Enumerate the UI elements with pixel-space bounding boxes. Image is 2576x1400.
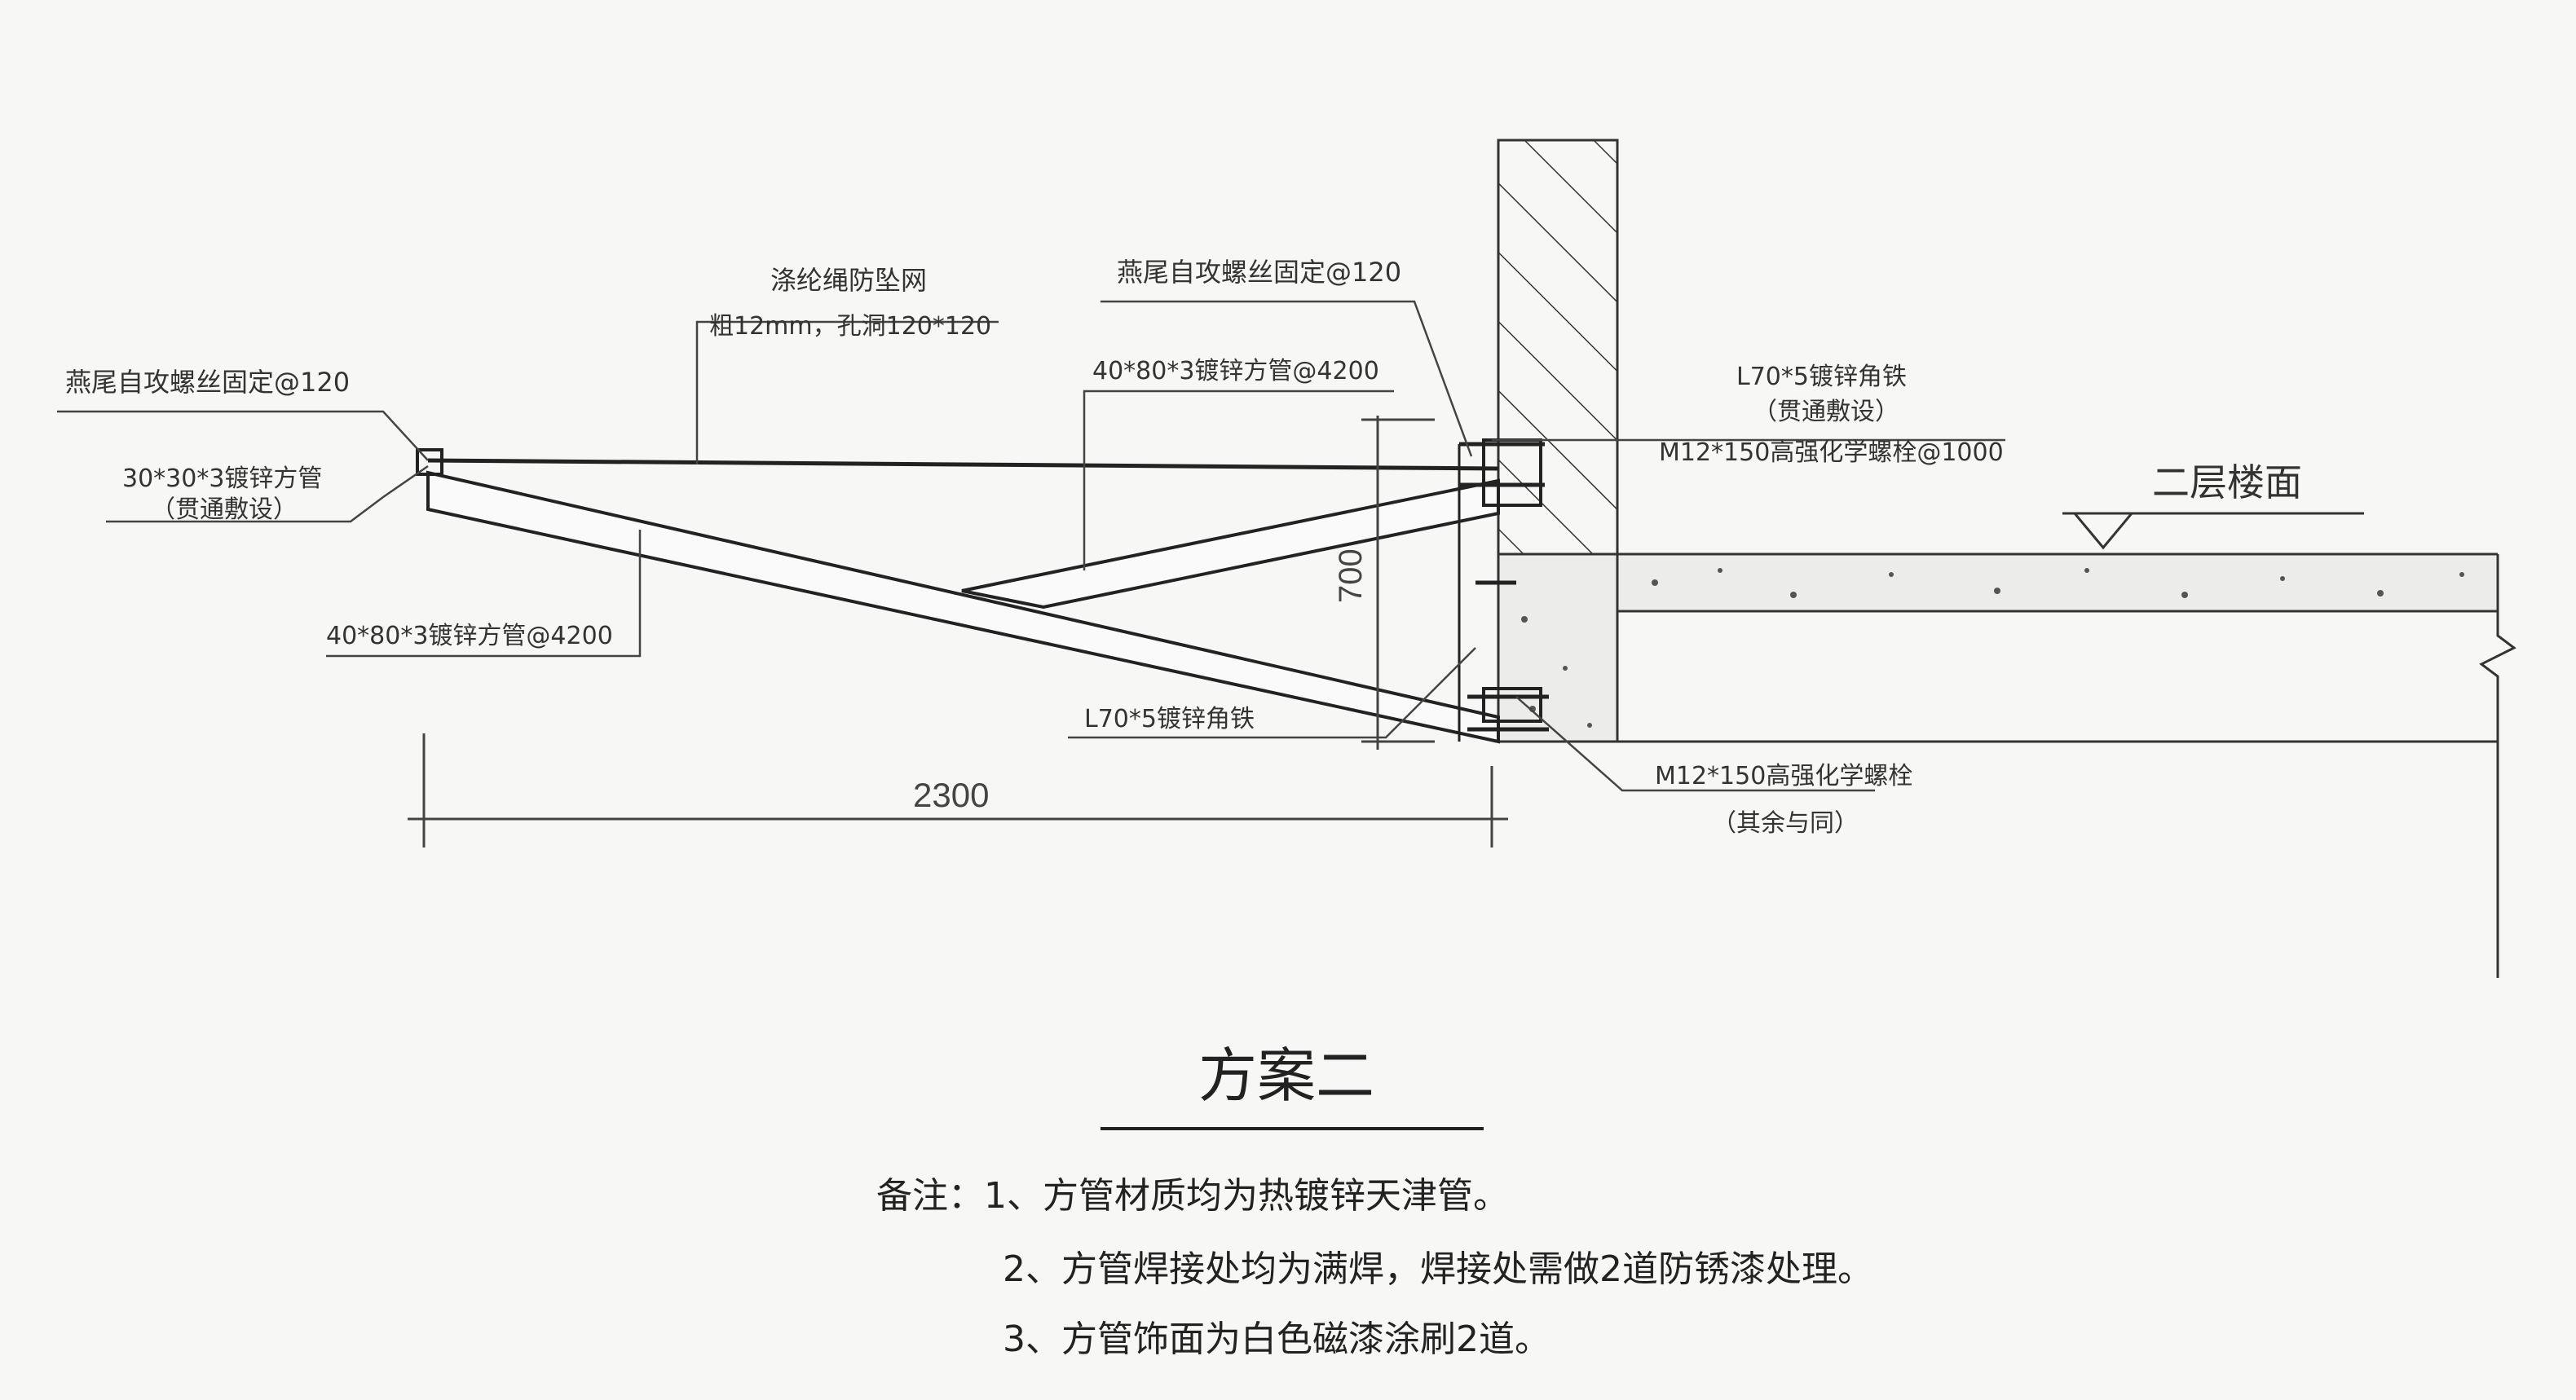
dimension-lines: 2300 700 <box>408 416 1508 847</box>
steel-frame <box>416 438 1549 744</box>
screw-top-label: 燕尾自攻螺丝固定@120 <box>1117 257 1401 288</box>
angle-upper-note: （贯通敷设） <box>1753 398 1899 426</box>
drawing-title: 方案二 <box>1101 1041 1484 1130</box>
tube-small-label: 30*30*3镀锌方管 <box>122 464 322 493</box>
note-2: 2、方管焊接处均为满焊，焊接处需做2道防锈漆处理。 <box>1003 1248 1873 1290</box>
note-1: 备注：1、方管材质均为热镀锌天津管。 <box>876 1175 1509 1217</box>
wall <box>1497 139 1619 556</box>
dimension-vertical: 700 <box>1333 548 1369 603</box>
bolt-lower-note: （其余与同） <box>1712 809 1859 838</box>
net-label: 涤纶绳防坠网 <box>770 265 927 296</box>
floor-label: 二层楼面 <box>2152 460 2302 504</box>
angle-upper-label: L70*5镀锌角铁 <box>1736 363 1907 391</box>
tube-small-note: （贯通敷设） <box>151 495 298 524</box>
leader-lines <box>57 300 2005 792</box>
floor-slab <box>1497 553 2516 978</box>
screw-left-label: 燕尾自攻螺丝固定@120 <box>65 367 350 398</box>
notes: 备注：1、方管材质均为热镀锌天津管。 2、方管焊接处均为满焊，焊接处需做2道防锈… <box>876 1175 1873 1360</box>
bolt-upper-label: M12*150高强化学螺栓@1000 <box>1659 438 2004 467</box>
page-title: 方案二 <box>1198 1041 1374 1110</box>
dimension-horizontal: 2300 <box>913 776 989 814</box>
tube-lower-label: 40*80*3镀锌方管@4200 <box>326 622 613 650</box>
annotations: 涤纶绳防坠网 粗12mm，孔洞120*120 燕尾自攻螺丝固定@120 燕尾自攻… <box>65 257 2004 838</box>
tube-upper-label: 40*80*3镀锌方管@4200 <box>1092 357 1379 385</box>
angle-lower-label: L70*5镀锌角铁 <box>1084 705 1255 733</box>
bolt-lower-label: M12*150高强化学螺栓 <box>1655 762 1912 790</box>
net-spec-label: 粗12mm，孔洞120*120 <box>709 312 991 341</box>
note-3: 3、方管饰面为白色磁漆涂刷2道。 <box>1003 1319 1550 1360</box>
floor-level-marker: 二层楼面 <box>2062 460 2364 550</box>
